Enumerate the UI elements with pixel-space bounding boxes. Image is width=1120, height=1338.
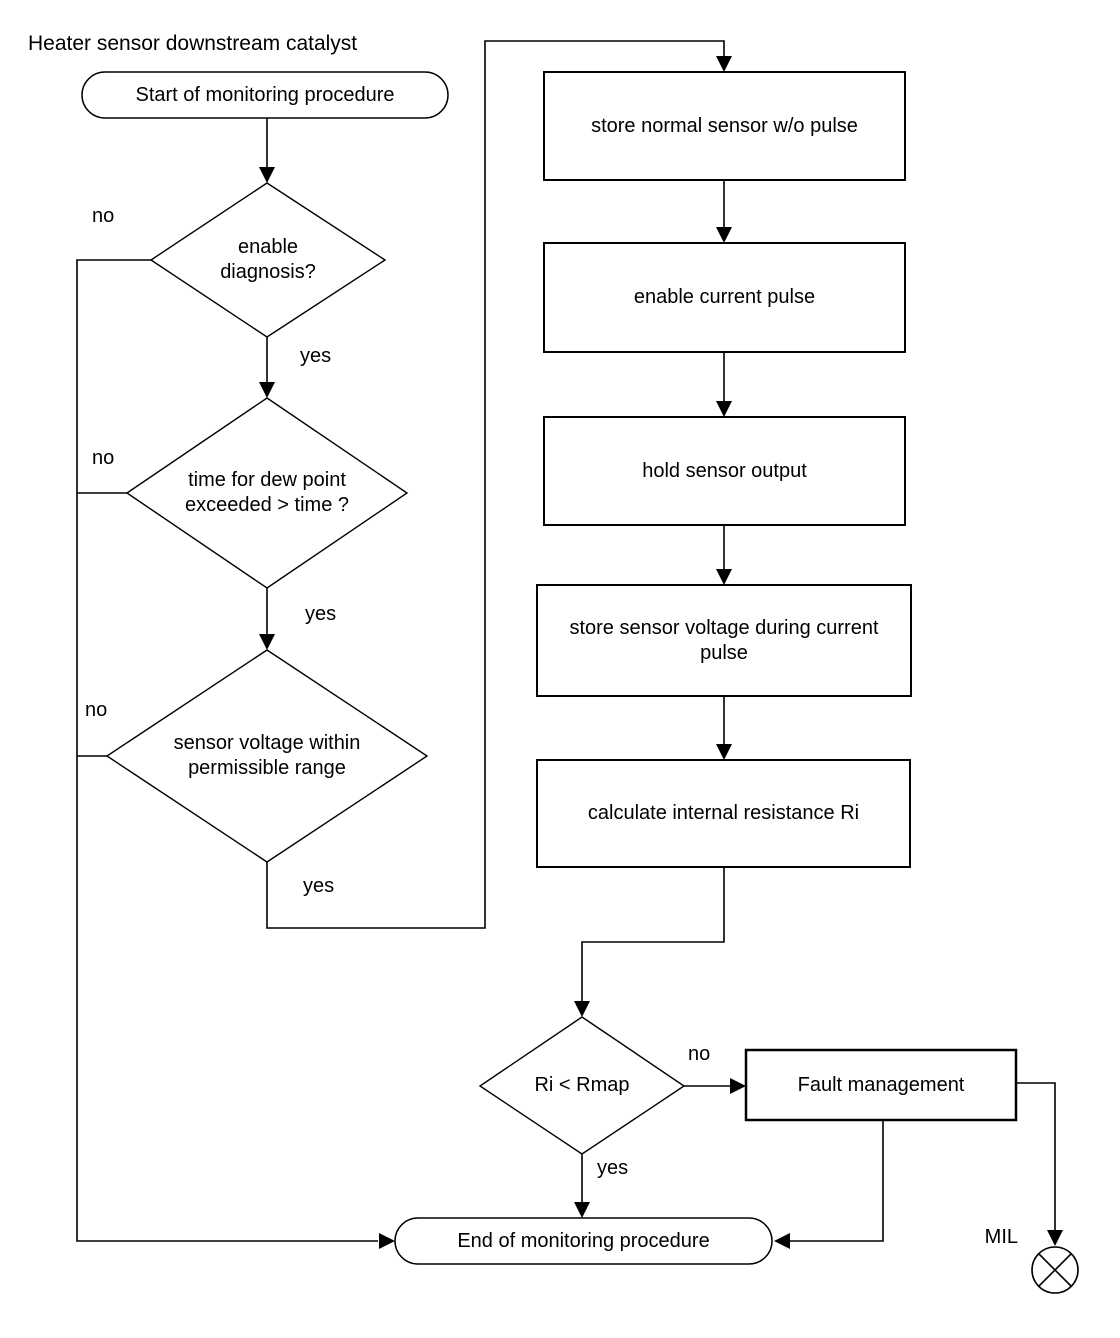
connector-calc-ri-to-d4 — [582, 867, 724, 1002]
end-terminator-label: End of monitoring procedure — [457, 1229, 710, 1252]
decision-dew-point: time for dew point exceeded > time ? — [127, 398, 407, 588]
mil-lamp-icon — [1032, 1247, 1078, 1293]
decision-enable-diagnosis-label: enable diagnosis? — [220, 236, 316, 283]
decision-enable-diagnosis-shape — [151, 183, 385, 337]
branch-label-d3-no: no — [85, 699, 108, 721]
arrowhead-into-d4 — [574, 1001, 590, 1017]
arrowhead-into-d2 — [259, 382, 275, 398]
arrowhead-into-end-right — [774, 1233, 790, 1249]
diagram-title: Heater sensor downstream catalyst — [28, 32, 358, 55]
decision-enable-diagnosis: enable diagnosis? — [151, 183, 385, 337]
arrowhead-into-calc-ri — [716, 744, 732, 760]
connector-no-rail-to-end — [77, 260, 378, 1241]
arrowhead-into-d3 — [259, 634, 275, 650]
process-store-voltage-shape — [537, 585, 911, 696]
process-store-normal-label: store normal sensor w/o pulse — [591, 114, 858, 137]
process-calc-ri-label: calculate internal resistance Ri — [587, 802, 860, 824]
process-enable-pulse-label: enable current pulse — [633, 286, 816, 308]
end-terminator-shape — [395, 1218, 772, 1264]
decision-ri-rmap-label: Ri < Rmap — [534, 1074, 630, 1096]
process-hold-output-label: hold sensor output — [642, 459, 807, 482]
process-store-normal-shape — [544, 72, 905, 180]
process-store-voltage-label: store sensor voltage during current puls… — [569, 616, 879, 664]
start-terminator-shape — [82, 72, 448, 118]
arrowhead-into-mil — [1047, 1230, 1063, 1246]
branch-label-d1-no: no — [92, 205, 115, 227]
arrowhead-into-enable-pulse — [716, 227, 732, 243]
decision-ri-rmap-shape — [480, 1017, 684, 1154]
branch-label-d4-yes: yes — [597, 1157, 629, 1179]
process-fault-management-shape — [746, 1050, 1016, 1120]
process-calc-ri-shape — [537, 760, 910, 867]
decision-voltage-range-label: sensor voltage within permissible range — [173, 732, 361, 779]
mil-label: MIL — [984, 1226, 1018, 1248]
arrowhead-into-hold-output — [716, 401, 732, 417]
arrowhead-into-d1 — [259, 167, 275, 183]
connector-fault-to-end — [790, 1120, 883, 1241]
connector-d3-yes-to-store-normal — [267, 41, 724, 928]
decision-voltage-range: sensor voltage within permissible range — [107, 650, 427, 862]
decision-dew-point-label: time for dew point exceeded > time ? — [185, 469, 349, 516]
branch-label-d3-yes: yes — [303, 875, 335, 897]
decision-voltage-range-shape — [107, 650, 427, 862]
connector-fault-to-mil — [1016, 1083, 1055, 1230]
arrowhead-into-fault — [730, 1078, 746, 1094]
process-store-voltage: store sensor voltage during current puls… — [537, 585, 911, 696]
arrowhead-into-end-top — [574, 1202, 590, 1218]
arrowhead-into-store-normal — [716, 56, 732, 72]
process-enable-pulse-shape — [544, 243, 905, 352]
branch-label-d2-no: no — [92, 447, 115, 469]
start-terminator-label: Start of monitoring procedure — [135, 83, 395, 106]
process-fault-management-label: Fault management — [797, 1073, 965, 1096]
process-hold-output-shape — [544, 417, 905, 525]
decision-dew-point-shape — [127, 398, 407, 588]
branch-label-d4-no: no — [688, 1043, 711, 1065]
arrowhead-into-end-left — [379, 1233, 395, 1249]
branch-label-d1-yes: yes — [300, 345, 332, 367]
arrowhead-into-store-voltage — [716, 569, 732, 585]
branch-label-d2-yes: yes — [305, 603, 337, 625]
